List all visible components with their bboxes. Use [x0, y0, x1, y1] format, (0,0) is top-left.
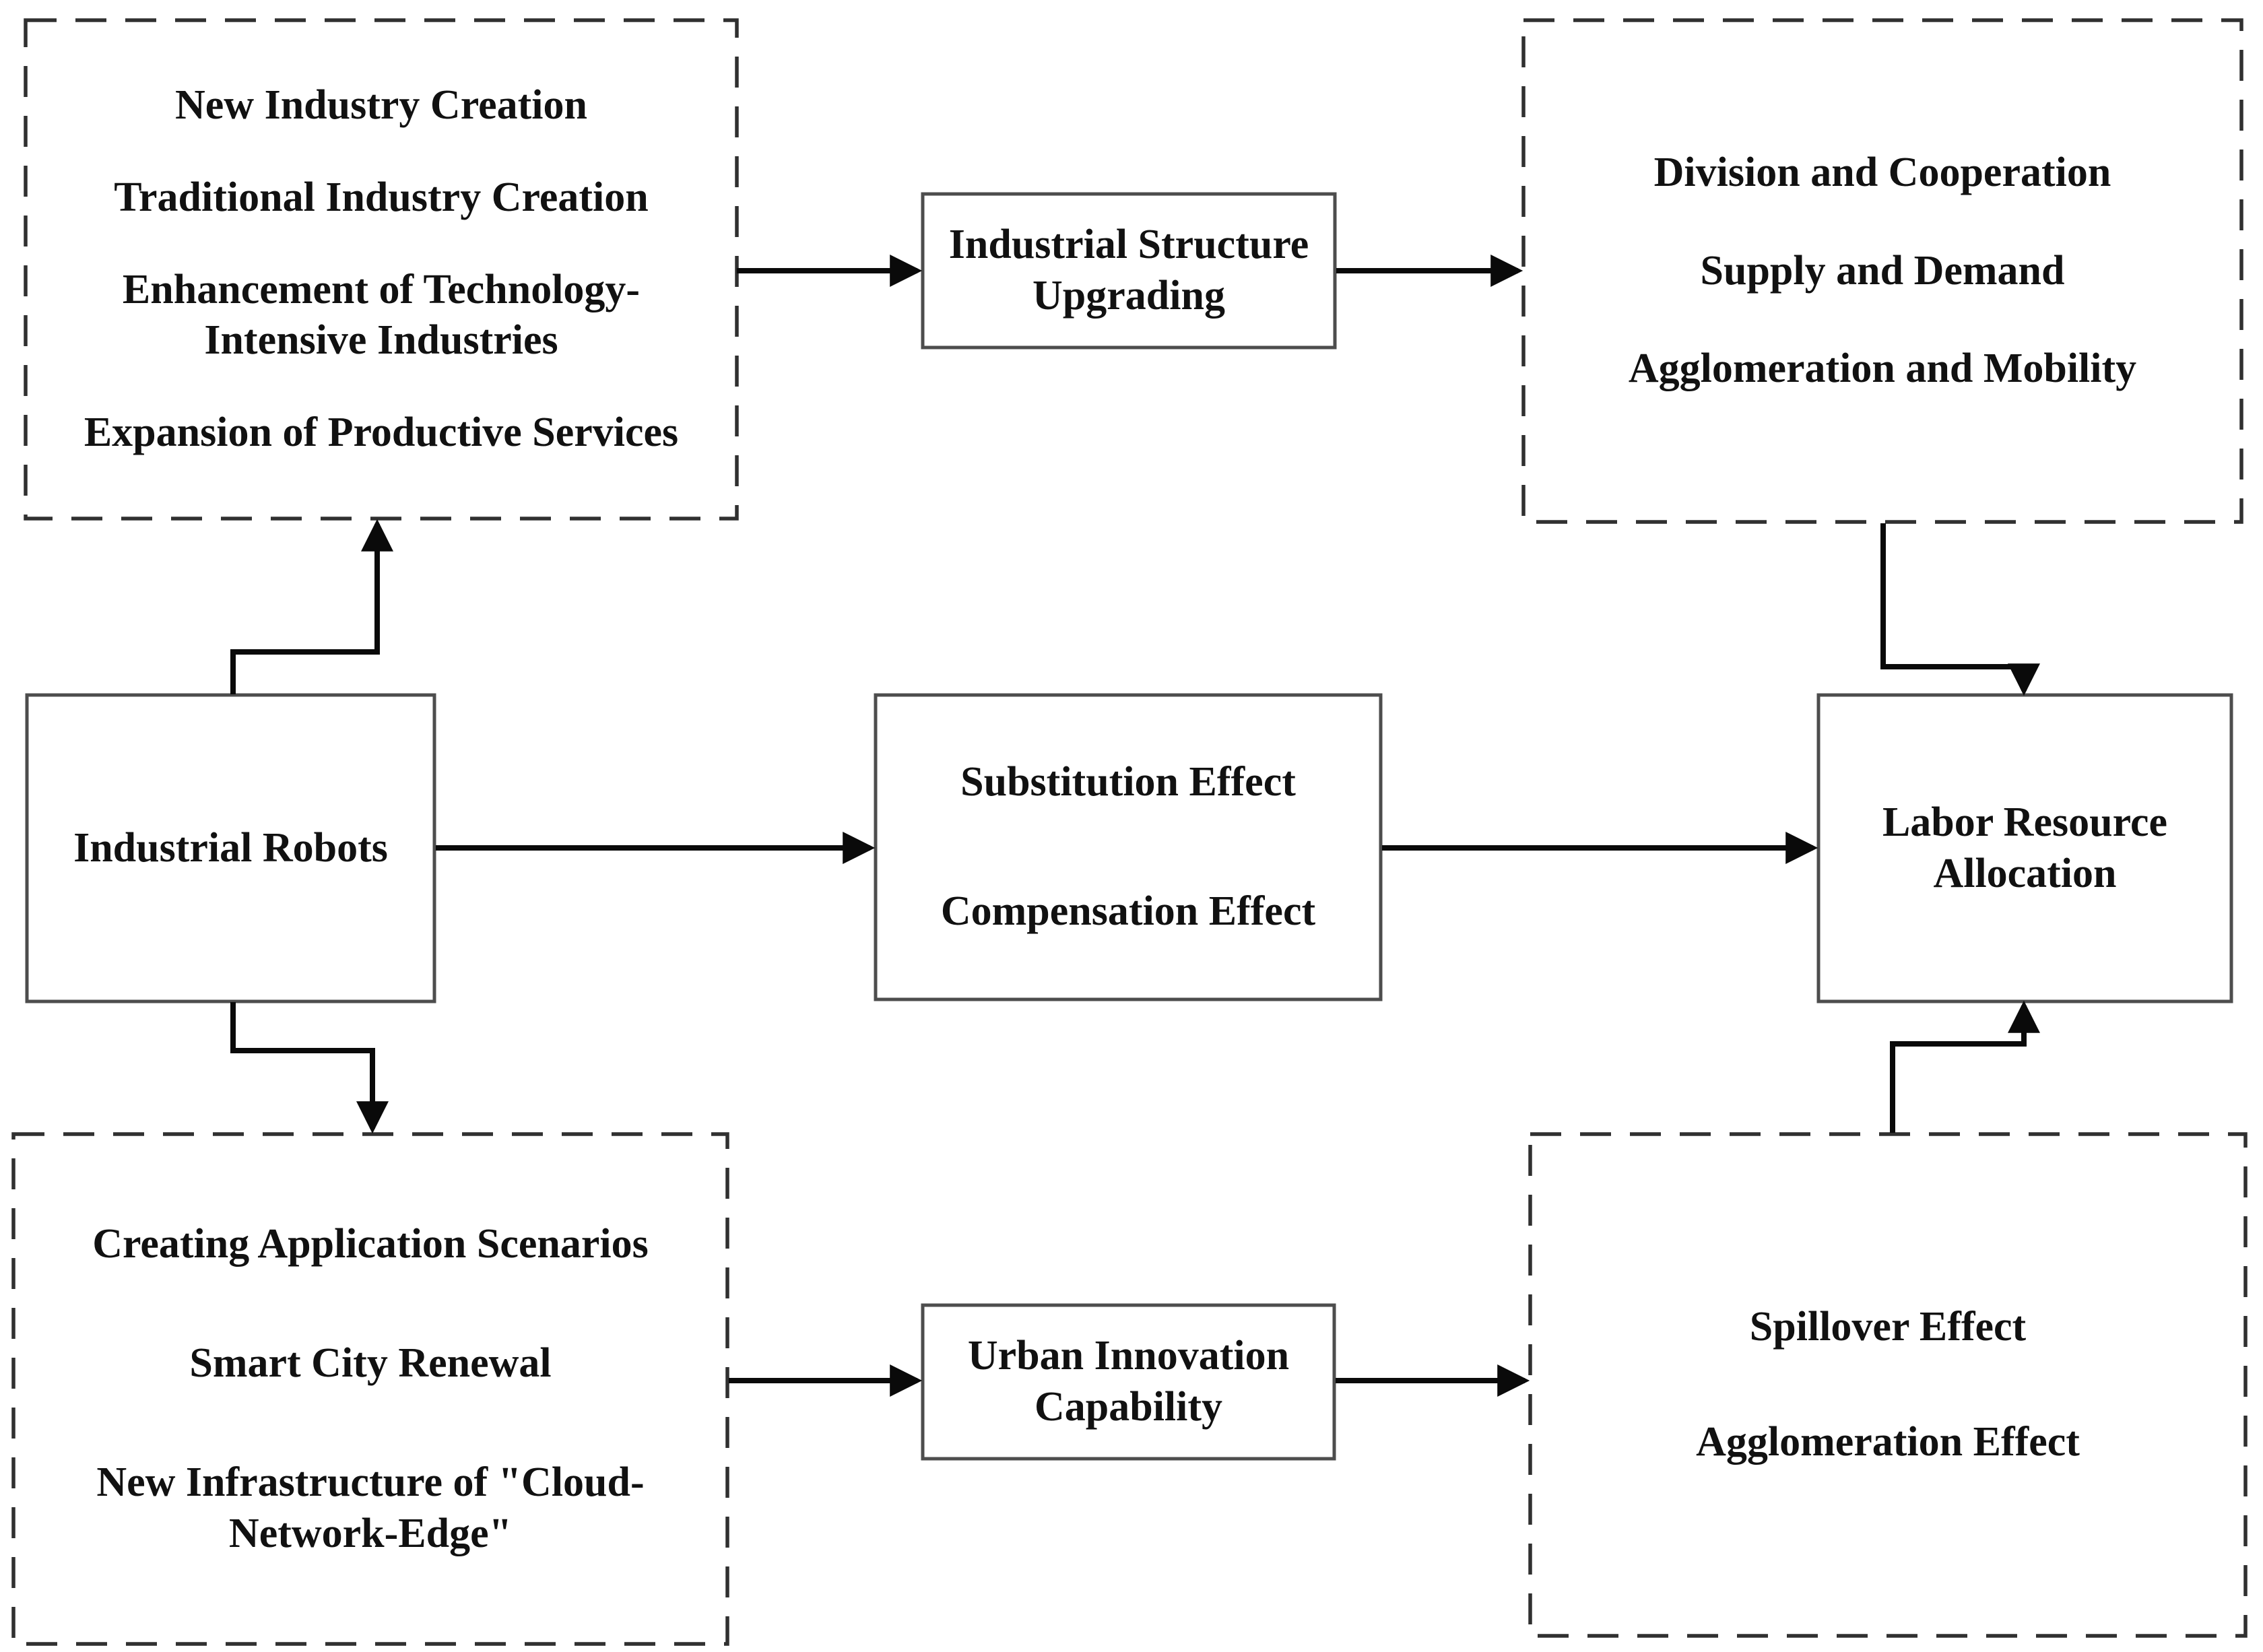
- bottom-right-dashed-box-outline: [1528, 1132, 2248, 1638]
- list-item: Supply and Demand: [1700, 247, 2065, 294]
- industrial-structure-upgrading-box-outline: [921, 192, 1337, 350]
- urban-innovation-capability-box-outline: [921, 1303, 1336, 1461]
- industrial-robots-box-outline: [25, 693, 436, 1003]
- substitution-compensation-box: Substitution Effect Compensation Effect: [876, 695, 1381, 999]
- arrow-robots-to-bottomleft: [230, 1002, 389, 1134]
- list-item: Agglomeration Effect: [1696, 1419, 2080, 1465]
- list-item: Enhancement of Technology-Intensive Indu…: [122, 266, 641, 364]
- arrow-bottomright-to-labor: [1890, 1000, 2040, 1133]
- list-item: Expansion of Productive Services: [84, 409, 679, 456]
- top-right-dashed-box: Division and Cooperation Supply and Dema…: [1523, 20, 2241, 522]
- box-label: Industrial Structure Upgrading: [948, 222, 1309, 319]
- list-item: New Infrastructure of "Cloud-Network-Edg…: [96, 1459, 645, 1556]
- list-item: New Industry Creation: [175, 82, 587, 129]
- list-item: Smart City Renewal: [189, 1340, 552, 1386]
- list-item: Agglomeration and Mobility: [1628, 345, 2137, 392]
- bottom-left-dashed-box: Creating Application Scenarios Smart Cit…: [13, 1134, 727, 1644]
- box-label: Industrial Robots: [73, 824, 388, 871]
- bottom-right-dashed-box: Spillover Effect Agglomeration Effect: [1530, 1134, 2245, 1636]
- labor-resource-allocation-box: Labor Resource Allocation: [1818, 695, 2231, 1001]
- arrow-robots-to-topleft: [230, 519, 393, 694]
- list-item: Traditional Industry Creation: [114, 174, 649, 220]
- list-item: Compensation Effect: [940, 888, 1316, 934]
- industrial-structure-upgrading-box: Industrial Structure Upgrading: [923, 194, 1335, 348]
- list-item: Creating Application Scenarios: [92, 1220, 649, 1267]
- industrial-robots-box: Industrial Robots: [27, 695, 434, 1001]
- top-left-dashed-box: New Industry Creation Traditional Indust…: [26, 20, 737, 519]
- box-label: Labor Resource Allocation: [1882, 799, 2168, 896]
- urban-innovation-capability-box: Urban Innovation Capability: [923, 1305, 1334, 1459]
- list-item: Spillover Effect: [1749, 1304, 2027, 1350]
- list-item: Division and Cooperation: [1653, 150, 2111, 196]
- list-item: Substitution Effect: [960, 759, 1296, 805]
- substitution-compensation-box-outline: [874, 693, 1383, 1001]
- top-right-dashed-box-outline: [1521, 18, 2243, 524]
- arrow-topright-to-labor: [1880, 523, 2040, 696]
- box-label: Urban Innovation Capability: [967, 1333, 1290, 1430]
- bottom-left-dashed-box-outline: [11, 1132, 729, 1646]
